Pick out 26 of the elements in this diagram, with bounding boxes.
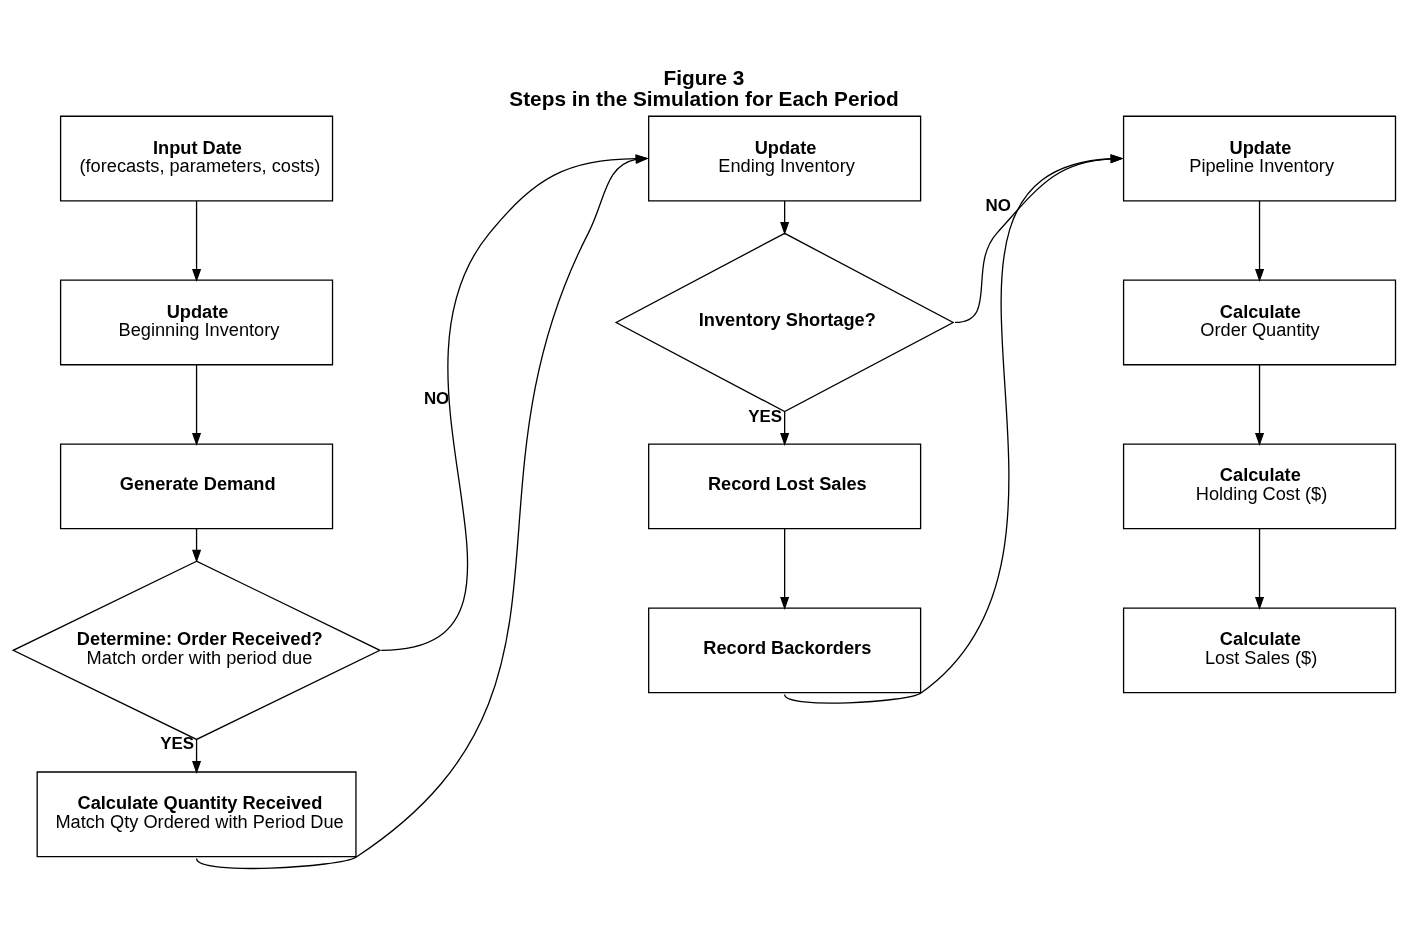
node-box: Input Date (forecasts, parameters, costs) [59, 115, 334, 201]
node-box: Record Lost Sales [648, 442, 922, 529]
node-box: Calculate Quantity Received Match Qty Ordered with Period Due [36, 770, 357, 857]
node-box: Calculate Lost Sales ($) [1122, 606, 1397, 693]
node-box: Record Backorders [648, 606, 922, 693]
arrow [1255, 363, 1265, 446]
arrow [1255, 199, 1265, 282]
arrow [192, 199, 202, 282]
arrow [784, 153, 1124, 704]
node-box: Update Pipeline Inventory [1122, 115, 1397, 201]
arrow [192, 738, 202, 774]
arrow [780, 410, 790, 446]
node-box: Generate Demand [59, 442, 334, 529]
diagram-title: Figure 3 [663, 65, 745, 89]
arrow [780, 527, 790, 610]
arrow [192, 363, 202, 446]
node-box: Update Beginning Inventory [59, 279, 334, 365]
arrow [1255, 527, 1265, 610]
node-box: Update Ending Inventory [648, 115, 922, 201]
arrow [192, 527, 202, 563]
node-box: Calculate Holding Cost ($) [1122, 442, 1397, 529]
arrow [780, 199, 790, 235]
edge-label: NO [423, 388, 450, 408]
edge-label: NO [985, 195, 1011, 215]
arrow [954, 153, 1124, 323]
node-box: Calculate Order Quantity [1122, 279, 1397, 365]
